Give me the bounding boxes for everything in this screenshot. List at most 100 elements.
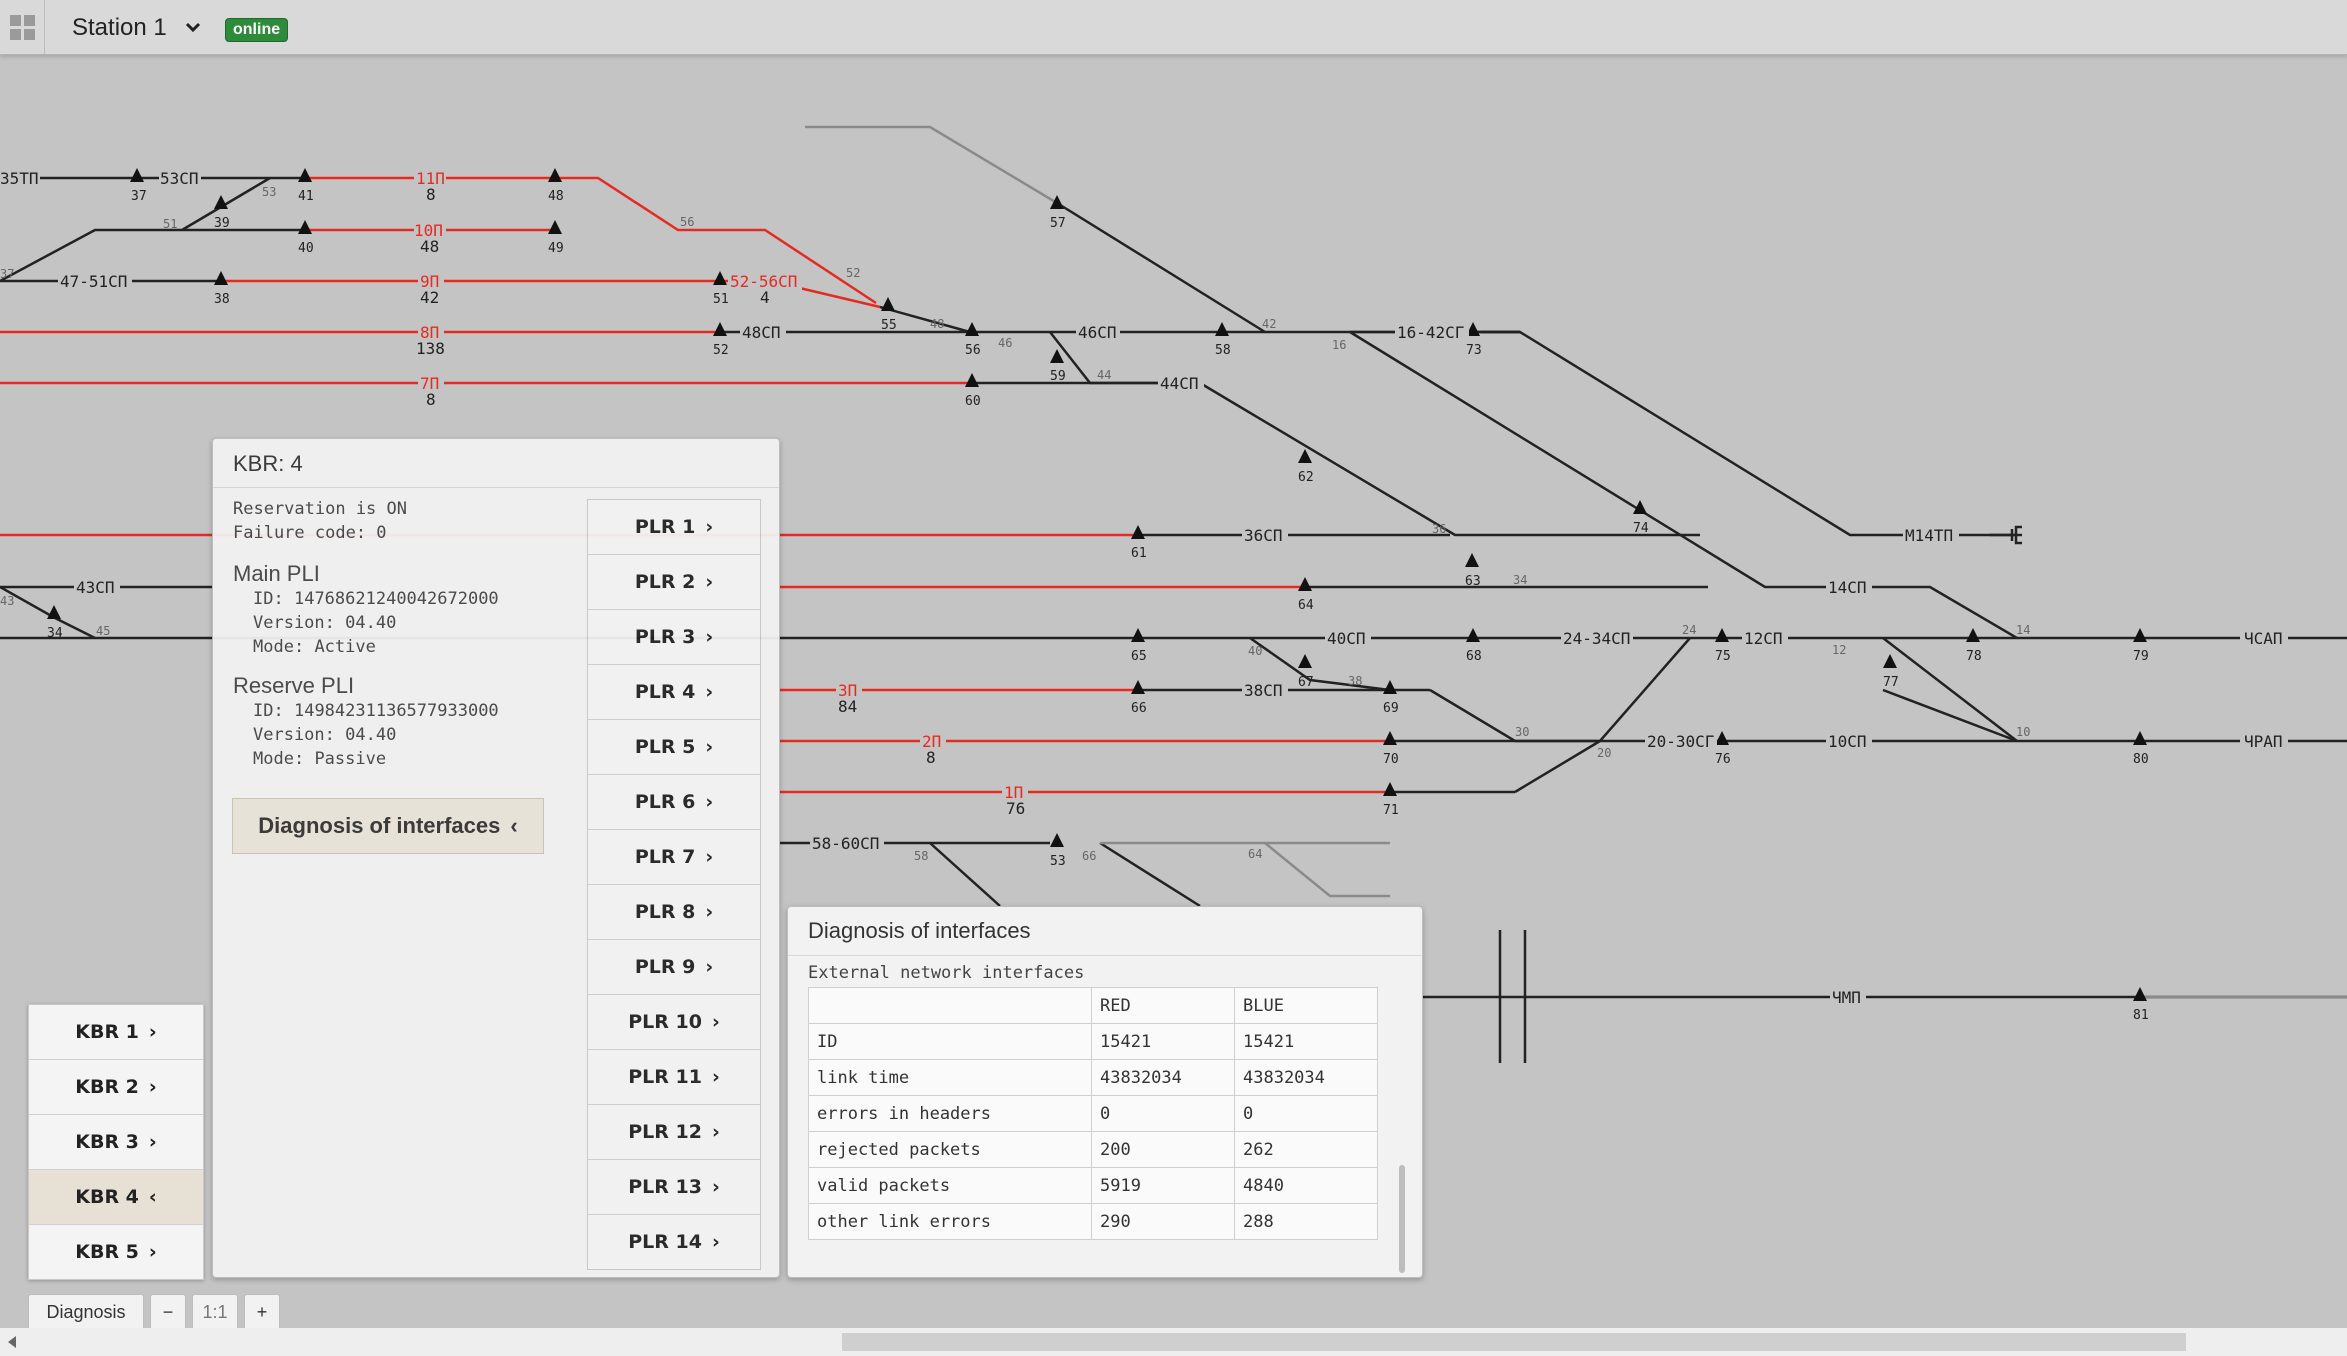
plr-item-3[interactable]: PLR 3› <box>588 610 760 665</box>
svg-text:38: 38 <box>1348 674 1362 688</box>
plr-item-12[interactable]: PLR 12› <box>588 1105 760 1160</box>
station-selector[interactable]: Station 1 <box>72 14 167 41</box>
svg-text:51: 51 <box>163 217 177 231</box>
plr-item-5[interactable]: PLR 5› <box>588 720 760 775</box>
plr-item-11[interactable]: PLR 11› <box>588 1050 760 1105</box>
red-value: 290 <box>1091 1203 1235 1240</box>
kbr-label: KBR 2 <box>75 1076 139 1098</box>
plr-item-2[interactable]: PLR 2› <box>588 555 760 610</box>
blue-value: 262 <box>1234 1131 1378 1168</box>
table-row: ID 15421 15421 <box>808 1023 1378 1060</box>
kbr-label: KBR 5 <box>75 1241 139 1263</box>
kbr-item-5[interactable]: KBR 5› <box>29 1225 203 1279</box>
blue-value: 0 <box>1234 1095 1378 1132</box>
reserve-pli-mode: Mode: Passive <box>253 749 386 769</box>
kbr-item-1[interactable]: KBR 1› <box>29 1005 203 1060</box>
svg-text:44СП: 44СП <box>1160 374 1199 393</box>
table-row: link time 43832034 43832034 <box>808 1059 1378 1096</box>
chevron-right-icon: › <box>705 846 714 868</box>
svg-text:48: 48 <box>420 237 439 256</box>
svg-text:8: 8 <box>426 390 436 409</box>
chevron-right-icon: › <box>705 516 714 538</box>
svg-text:52: 52 <box>846 266 860 280</box>
plr-item-10[interactable]: PLR 10› <box>588 995 760 1050</box>
diagnosis-of-interfaces-button[interactable]: Diagnosis of interfaces ‹ <box>232 798 544 854</box>
svg-text:37: 37 <box>131 189 147 204</box>
plr-item-13[interactable]: PLR 13› <box>588 1160 760 1215</box>
scroll-left-icon[interactable] <box>8 1336 16 1348</box>
reserve-pli-title: Reserve PLI <box>233 673 355 698</box>
diagnosis-button[interactable]: Diagnosis <box>28 1294 144 1330</box>
failure-code: Failure code: 0 <box>233 523 387 543</box>
track-schematic[interactable]: 35ТП 53СП 11П 8 10П 48 47-51СП 9П 42 52-… <box>0 56 2347 1328</box>
table-header-row: RED BLUE <box>808 987 1378 1024</box>
plr-label: PLR 2 <box>634 571 696 593</box>
plr-item-8[interactable]: PLR 8› <box>588 885 760 940</box>
svg-text:52: 52 <box>713 343 729 358</box>
svg-text:38: 38 <box>214 292 230 307</box>
label: Mode: <box>253 749 305 769</box>
chevron-right-icon: › <box>705 956 714 978</box>
red-value: 200 <box>1091 1131 1235 1168</box>
chevron-right-icon: › <box>711 1011 720 1033</box>
kbr-item-4[interactable]: KBR 4‹ <box>29 1170 203 1225</box>
blue-value: 43832034 <box>1234 1059 1378 1096</box>
zoom-out-button[interactable]: − <box>150 1294 186 1330</box>
zoom-level[interactable]: 1:1 <box>192 1294 238 1330</box>
svg-text:35ТП: 35ТП <box>0 169 39 188</box>
plr-item-6[interactable]: PLR 6› <box>588 775 760 830</box>
plr-item-9[interactable]: PLR 9› <box>588 940 760 995</box>
horizontal-scrollbar[interactable] <box>0 1328 2347 1356</box>
bottom-toolbar: Diagnosis − 1:1 + <box>28 1294 286 1330</box>
button-label: Diagnosis of interfaces <box>258 813 501 838</box>
svg-text:14: 14 <box>2016 623 2030 637</box>
svg-text:ЧРАП: ЧРАП <box>2244 732 2283 751</box>
svg-text:52-56СП: 52-56СП <box>730 272 797 291</box>
svg-text:42: 42 <box>1262 317 1276 331</box>
svg-text:80: 80 <box>2133 752 2149 767</box>
main-pli-title: Main PLI <box>233 561 320 586</box>
reserve-pli-version: Version: 04.40 <box>253 725 396 745</box>
svg-text:24: 24 <box>1682 623 1696 637</box>
apps-grid-icon[interactable] <box>0 0 45 54</box>
kbr-item-3[interactable]: KBR 3› <box>29 1115 203 1170</box>
svg-text:65: 65 <box>1131 649 1147 664</box>
panel-scrollbar[interactable] <box>1399 1165 1405 1273</box>
svg-text:71: 71 <box>1383 803 1399 818</box>
svg-text:69: 69 <box>1383 701 1399 716</box>
top-bar: Station 1 online <box>0 0 2347 55</box>
svg-text:66: 66 <box>1131 701 1147 716</box>
svg-text:10П: 10П <box>414 221 443 240</box>
scroll-thumb[interactable] <box>842 1333 2186 1351</box>
plr-item-1[interactable]: PLR 1› <box>588 500 760 555</box>
chevron-right-icon: › <box>711 1231 720 1253</box>
svg-text:10СП: 10СП <box>1828 732 1867 751</box>
plr-item-14[interactable]: PLR 14› <box>588 1215 760 1269</box>
kbr-list: KBR 1› KBR 2› KBR 3› KBR 4‹ KBR 5› <box>28 1004 204 1280</box>
svg-text:40СП: 40СП <box>1327 629 1366 648</box>
svg-text:8П: 8П <box>420 323 439 342</box>
svg-text:34: 34 <box>47 626 63 641</box>
svg-text:46СП: 46СП <box>1078 323 1117 342</box>
status-badge: online <box>225 18 289 42</box>
row-label: valid packets <box>808 1167 1092 1204</box>
row-label: errors in headers <box>808 1095 1092 1132</box>
svg-text:64: 64 <box>1298 598 1314 613</box>
svg-text:10: 10 <box>2016 725 2030 739</box>
svg-text:20-30СГ: 20-30СГ <box>1647 732 1714 751</box>
svg-text:66: 66 <box>1082 849 1096 863</box>
red-value: 0 <box>1091 1095 1235 1132</box>
svg-text:45: 45 <box>96 624 110 638</box>
switch-numbers: 53 51 37 56 52 48 46 44 42 16 36 34 24 1… <box>0 185 2030 863</box>
chevron-down-icon[interactable] <box>184 16 202 38</box>
zoom-in-button[interactable]: + <box>244 1294 280 1330</box>
svg-text:30: 30 <box>1515 725 1529 739</box>
svg-text:55: 55 <box>881 318 897 333</box>
svg-text:67: 67 <box>1298 675 1314 690</box>
svg-text:43: 43 <box>0 594 14 608</box>
kbr-item-2[interactable]: KBR 2› <box>29 1060 203 1115</box>
main-pli-version: Version: 04.40 <box>253 613 396 633</box>
svg-text:58: 58 <box>914 849 928 863</box>
plr-item-7[interactable]: PLR 7› <box>588 830 760 885</box>
plr-item-4[interactable]: PLR 4› <box>588 665 760 720</box>
